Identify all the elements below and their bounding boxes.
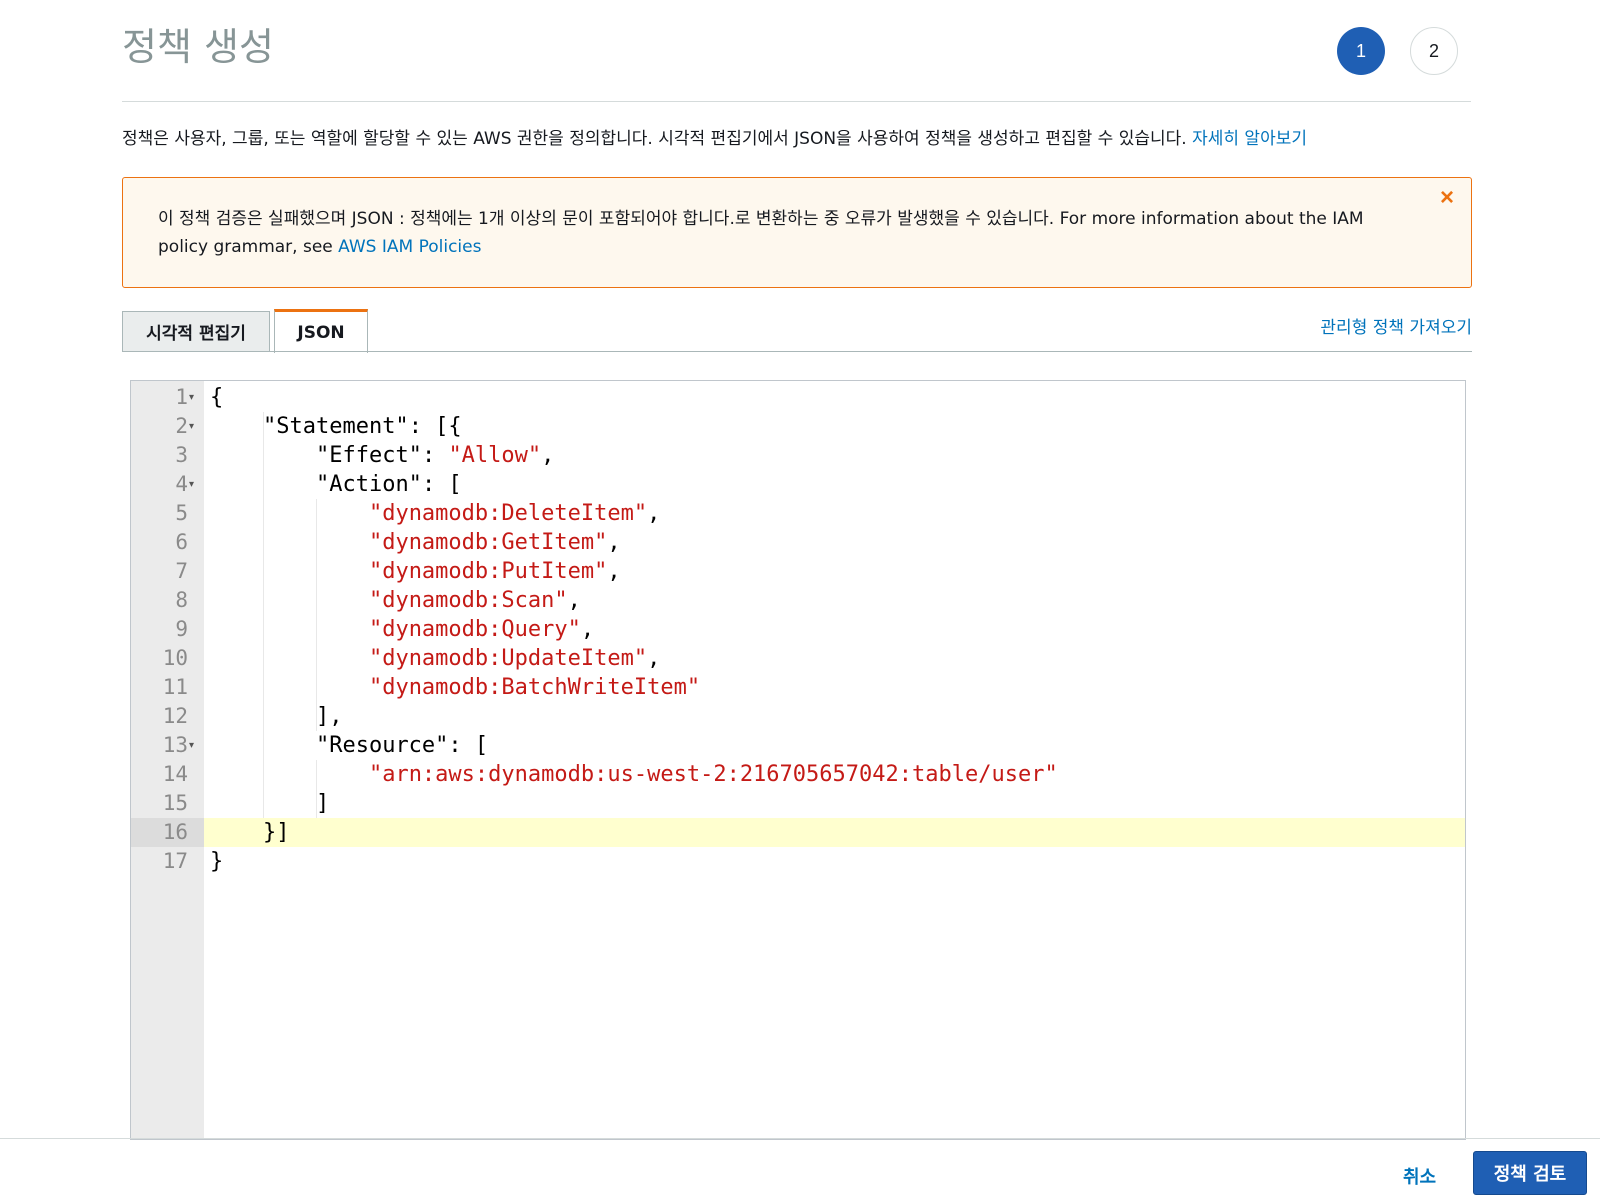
code-text: "dynamodb:UpdateItem", bbox=[368, 646, 661, 671]
code-text: "dynamodb:BatchWriteItem" bbox=[368, 675, 701, 700]
code-text: } bbox=[210, 849, 224, 874]
code-text: "dynamodb:PutItem", bbox=[368, 559, 621, 584]
step-1-indicator: 1 bbox=[1337, 27, 1385, 75]
code-line[interactable]: 2▾ "Statement": [{ bbox=[131, 412, 1465, 441]
code-line[interactable]: 5 "dynamodb:DeleteItem", bbox=[131, 499, 1465, 528]
fold-arrow-icon[interactable]: ▾ bbox=[189, 740, 195, 751]
code-text: { bbox=[210, 385, 224, 410]
code-line[interactable]: 9 "dynamodb:Query", bbox=[131, 615, 1465, 644]
page-title: 정책 생성 bbox=[122, 25, 274, 69]
code-line[interactable]: 8 "dynamodb:Scan", bbox=[131, 586, 1465, 615]
code-line[interactable]: 11 "dynamodb:BatchWriteItem" bbox=[131, 673, 1465, 702]
description-text: 정책은 사용자, 그룹, 또는 역할에 할당할 수 있는 AWS 권한을 정의합… bbox=[122, 129, 1187, 149]
code-line[interactable]: 3 "Effect": "Allow", bbox=[131, 441, 1465, 470]
code-text: "arn:aws:dynamodb:us-west-2:216705657042… bbox=[368, 762, 1058, 787]
validation-error-alert: 이 정책 검증은 실패했으며 JSON : 정책에는 1개 이상의 문이 포함되… bbox=[122, 177, 1472, 288]
line-number: 6 bbox=[175, 530, 188, 554]
code-text: "Statement": [{ bbox=[262, 414, 462, 439]
indent-guide bbox=[315, 499, 317, 731]
cancel-button[interactable]: 취소 bbox=[1403, 1167, 1437, 1188]
line-number: 16 bbox=[131, 818, 204, 847]
step-2-indicator: 2 bbox=[1410, 27, 1458, 75]
line-number: 8 bbox=[175, 588, 188, 612]
indent-guide bbox=[315, 760, 317, 818]
code-line[interactable]: 4▾ "Action": [ bbox=[131, 470, 1465, 499]
code-text: }] bbox=[210, 820, 290, 845]
header-divider bbox=[122, 101, 1471, 102]
page-description: 정책은 사용자, 그룹, 또는 역할에 할당할 수 있는 AWS 권한을 정의합… bbox=[122, 124, 1307, 149]
tab-json[interactable]: JSON bbox=[274, 309, 368, 353]
indent-guide bbox=[262, 412, 264, 847]
review-policy-button[interactable]: 정책 검토 bbox=[1473, 1151, 1587, 1195]
code-line[interactable]: 1▾ { bbox=[131, 383, 1465, 412]
code-text: "dynamodb:Query", bbox=[368, 617, 595, 642]
code-line[interactable]: 17} bbox=[131, 847, 1465, 876]
line-number: 12 bbox=[162, 704, 188, 728]
close-icon[interactable]: × bbox=[1439, 184, 1454, 211]
fold-arrow-icon[interactable]: ▾ bbox=[189, 421, 195, 432]
line-number: 14 bbox=[162, 762, 188, 786]
code-line[interactable]: 6 "dynamodb:GetItem", bbox=[131, 528, 1465, 557]
footer-divider bbox=[0, 1138, 1600, 1139]
line-number: 3 bbox=[175, 443, 188, 467]
code-text: "dynamodb:Scan", bbox=[368, 588, 581, 613]
code-text: ] bbox=[210, 791, 330, 816]
fold-arrow-icon[interactable]: ▾ bbox=[189, 392, 195, 403]
line-number: 5 bbox=[175, 501, 188, 525]
line-number: 7 bbox=[175, 559, 188, 583]
import-managed-policy-link[interactable]: 관리형 정책 가져오기 bbox=[1320, 318, 1472, 338]
line-number: 2 bbox=[175, 414, 188, 438]
line-number: 1 bbox=[175, 385, 188, 409]
aws-iam-policies-link[interactable]: AWS IAM Policies bbox=[338, 237, 482, 257]
tabs-divider bbox=[122, 351, 1472, 352]
line-number: 10 bbox=[162, 646, 188, 670]
learn-more-link[interactable]: 자세히 알아보기 bbox=[1192, 129, 1307, 149]
code-line[interactable]: 12 ], bbox=[131, 702, 1465, 731]
code-line[interactable]: 16 }] bbox=[131, 818, 1465, 847]
line-number: 15 bbox=[162, 791, 188, 815]
code-text: "dynamodb:DeleteItem", bbox=[368, 501, 661, 526]
alert-message: 이 정책 검증은 실패했으며 JSON : 정책에는 1개 이상의 문이 포함되… bbox=[158, 205, 1418, 261]
line-number: 4 bbox=[175, 472, 188, 496]
line-number: 13 bbox=[162, 733, 188, 757]
line-number: 9 bbox=[175, 617, 188, 641]
code-line[interactable]: 13▾ "Resource": [ bbox=[131, 731, 1465, 760]
fold-arrow-icon[interactable]: ▾ bbox=[189, 479, 195, 490]
line-number-gutter bbox=[131, 381, 204, 1139]
code-text: "dynamodb:GetItem", bbox=[368, 530, 621, 555]
code-text: "Resource": [ bbox=[315, 733, 489, 758]
code-line[interactable]: 15 ] bbox=[131, 789, 1465, 818]
code-line[interactable]: 7 "dynamodb:PutItem", bbox=[131, 557, 1465, 586]
code-line[interactable]: 10 "dynamodb:UpdateItem", bbox=[131, 644, 1465, 673]
code-text: "Action": [ bbox=[315, 472, 462, 497]
alert-text: 이 정책 검증은 실패했으며 JSON : 정책에는 1개 이상의 문이 포함되… bbox=[158, 209, 1364, 257]
line-number: 17 bbox=[162, 849, 188, 873]
tab-visual-editor[interactable]: 시각적 편집기 bbox=[122, 311, 270, 351]
line-number: 11 bbox=[162, 675, 188, 699]
code-line[interactable]: 14 "arn:aws:dynamodb:us-west-2:216705657… bbox=[131, 760, 1465, 789]
code-text: ], bbox=[210, 704, 343, 729]
json-code-editor[interactable]: 1▾{2▾ "Statement": [{3 "Effect": "Allow"… bbox=[130, 380, 1466, 1140]
code-text: "Effect": "Allow", bbox=[315, 443, 555, 468]
